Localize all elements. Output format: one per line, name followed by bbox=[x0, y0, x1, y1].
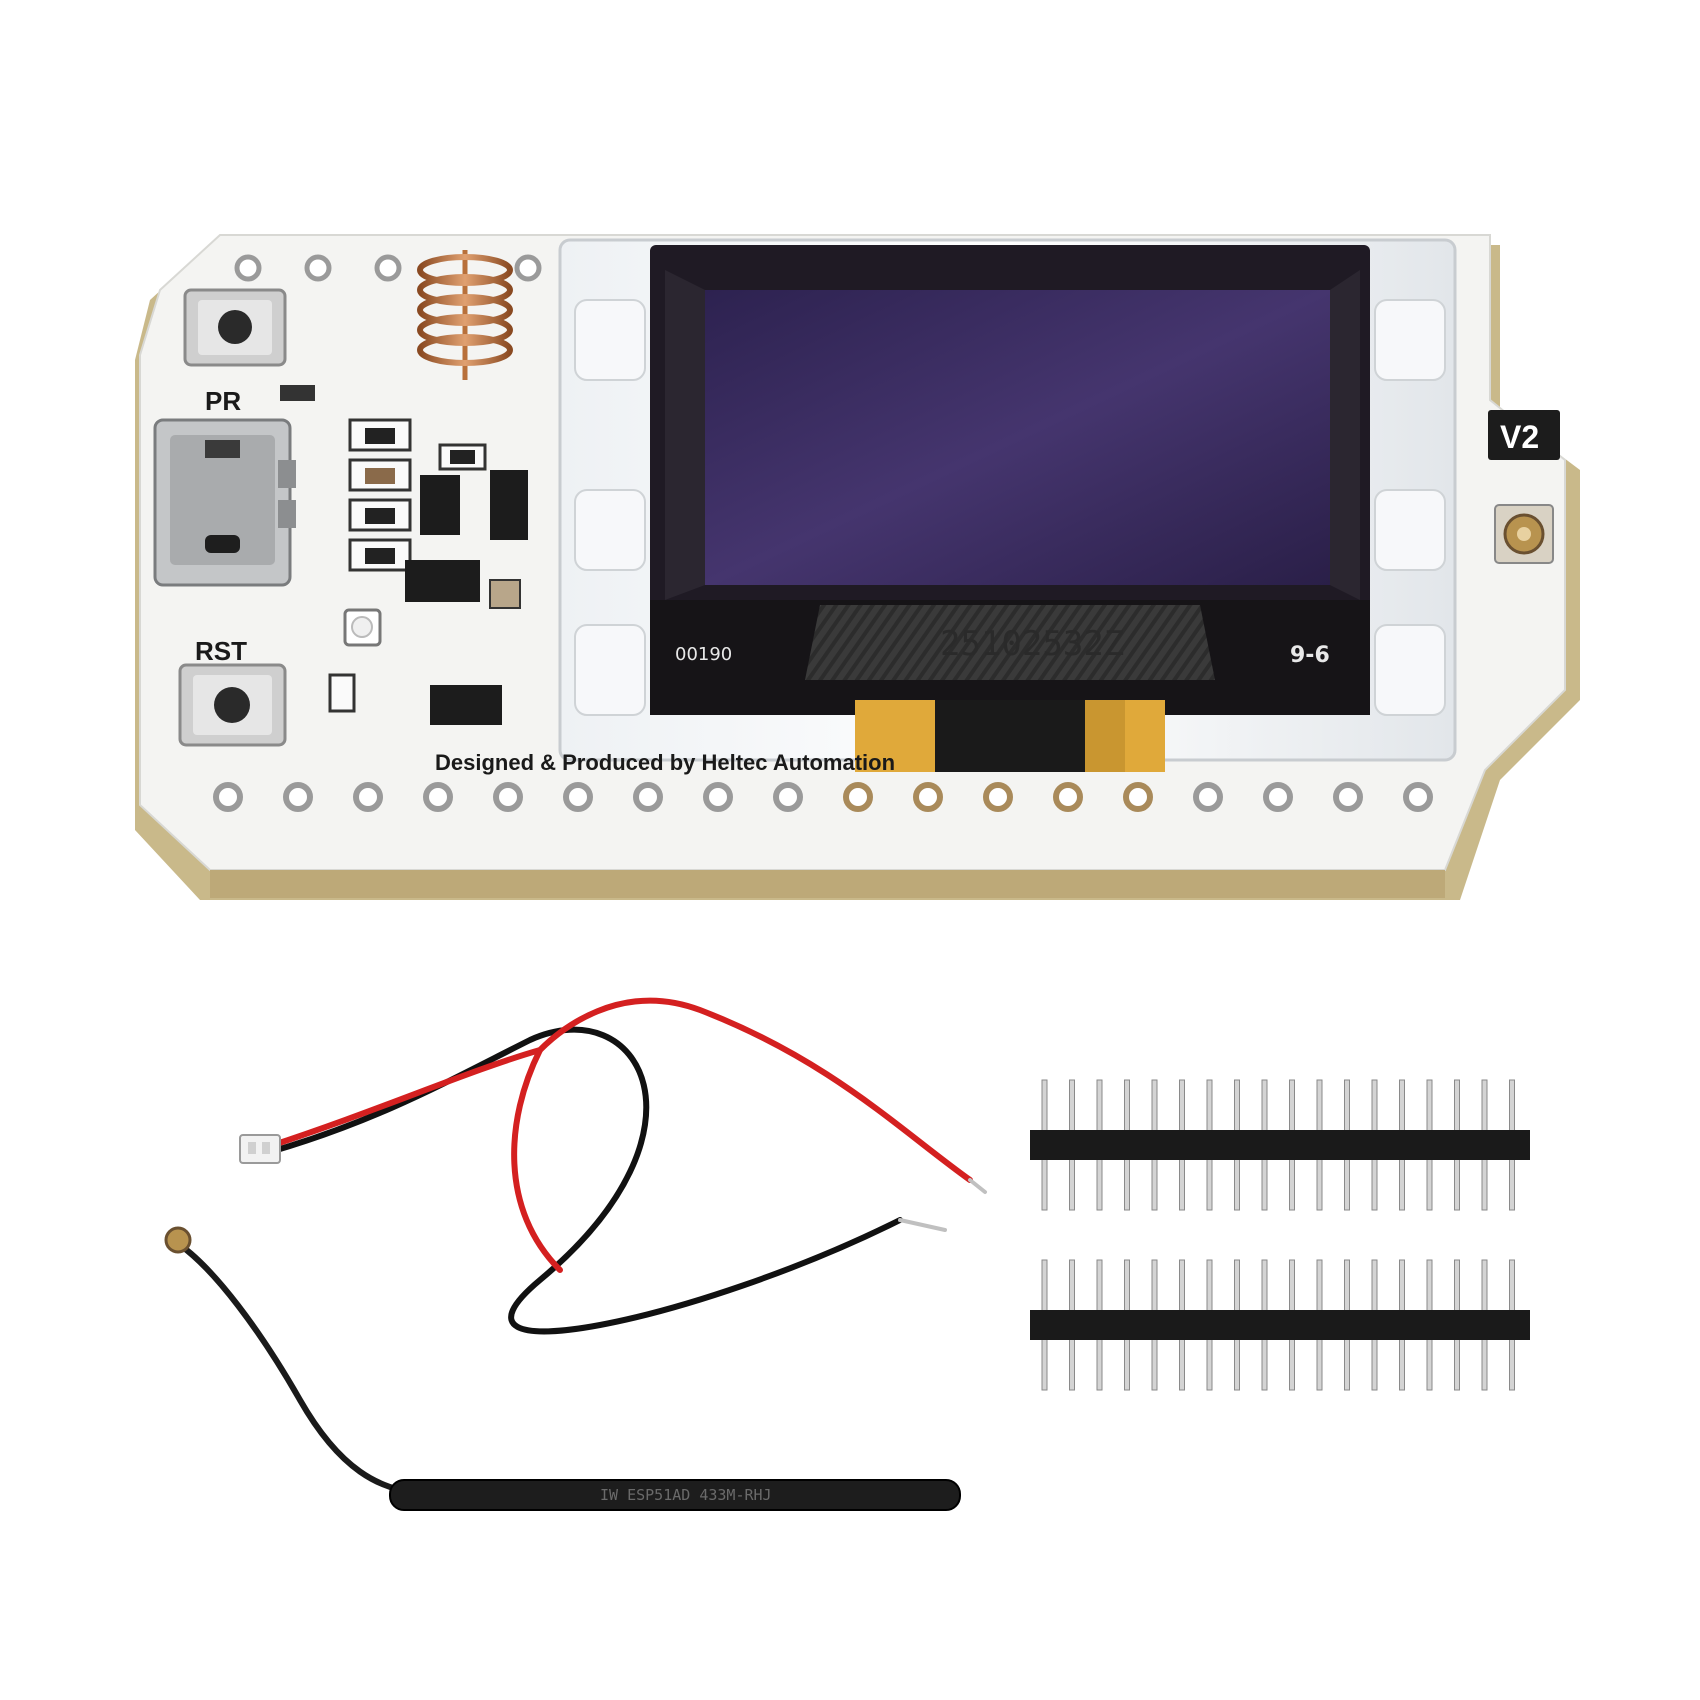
antenna-sleeve bbox=[389, 1479, 961, 1511]
jst-connector bbox=[239, 1134, 281, 1164]
pcb-edge-strip bbox=[210, 870, 1445, 898]
micro-usb-port[interactable] bbox=[153, 418, 296, 587]
oled-fpc-ribbon: 25102532Z bbox=[805, 605, 1215, 772]
antenna-print: IW ESP51AD 433M-RHJ bbox=[600, 1486, 772, 1504]
pin-header-strip bbox=[1030, 1259, 1530, 1391]
pigtail-ipex-plug bbox=[164, 1226, 192, 1254]
rst-button[interactable] bbox=[178, 663, 287, 747]
oled-serial-right: 9-6 bbox=[1290, 643, 1330, 668]
silkscreen-credit: Designed & Produced by Heltec Automation bbox=[435, 750, 895, 775]
ipex-connector[interactable] bbox=[1494, 504, 1554, 564]
coil-antenna bbox=[417, 250, 513, 380]
prg-button[interactable] bbox=[183, 288, 287, 367]
pigtail-antenna: IW ESP51AD 433M-RHJ bbox=[164, 1226, 961, 1511]
prg-label: PR bbox=[205, 386, 241, 416]
rst-label: RST bbox=[195, 636, 247, 666]
svg-text:V2: V2 bbox=[1500, 419, 1539, 455]
oled-serial-left: 00190 bbox=[675, 644, 732, 665]
top-header-holes bbox=[234, 254, 542, 282]
heltec-lora-board: PR RST bbox=[135, 234, 1580, 900]
version-badge: V2 bbox=[1488, 410, 1560, 460]
battery-cable bbox=[267, 997, 987, 1335]
fpc-code: 25102532Z bbox=[940, 624, 1124, 664]
bottom-header-holes bbox=[213, 782, 1433, 812]
pin-header-strip bbox=[1030, 1079, 1530, 1211]
